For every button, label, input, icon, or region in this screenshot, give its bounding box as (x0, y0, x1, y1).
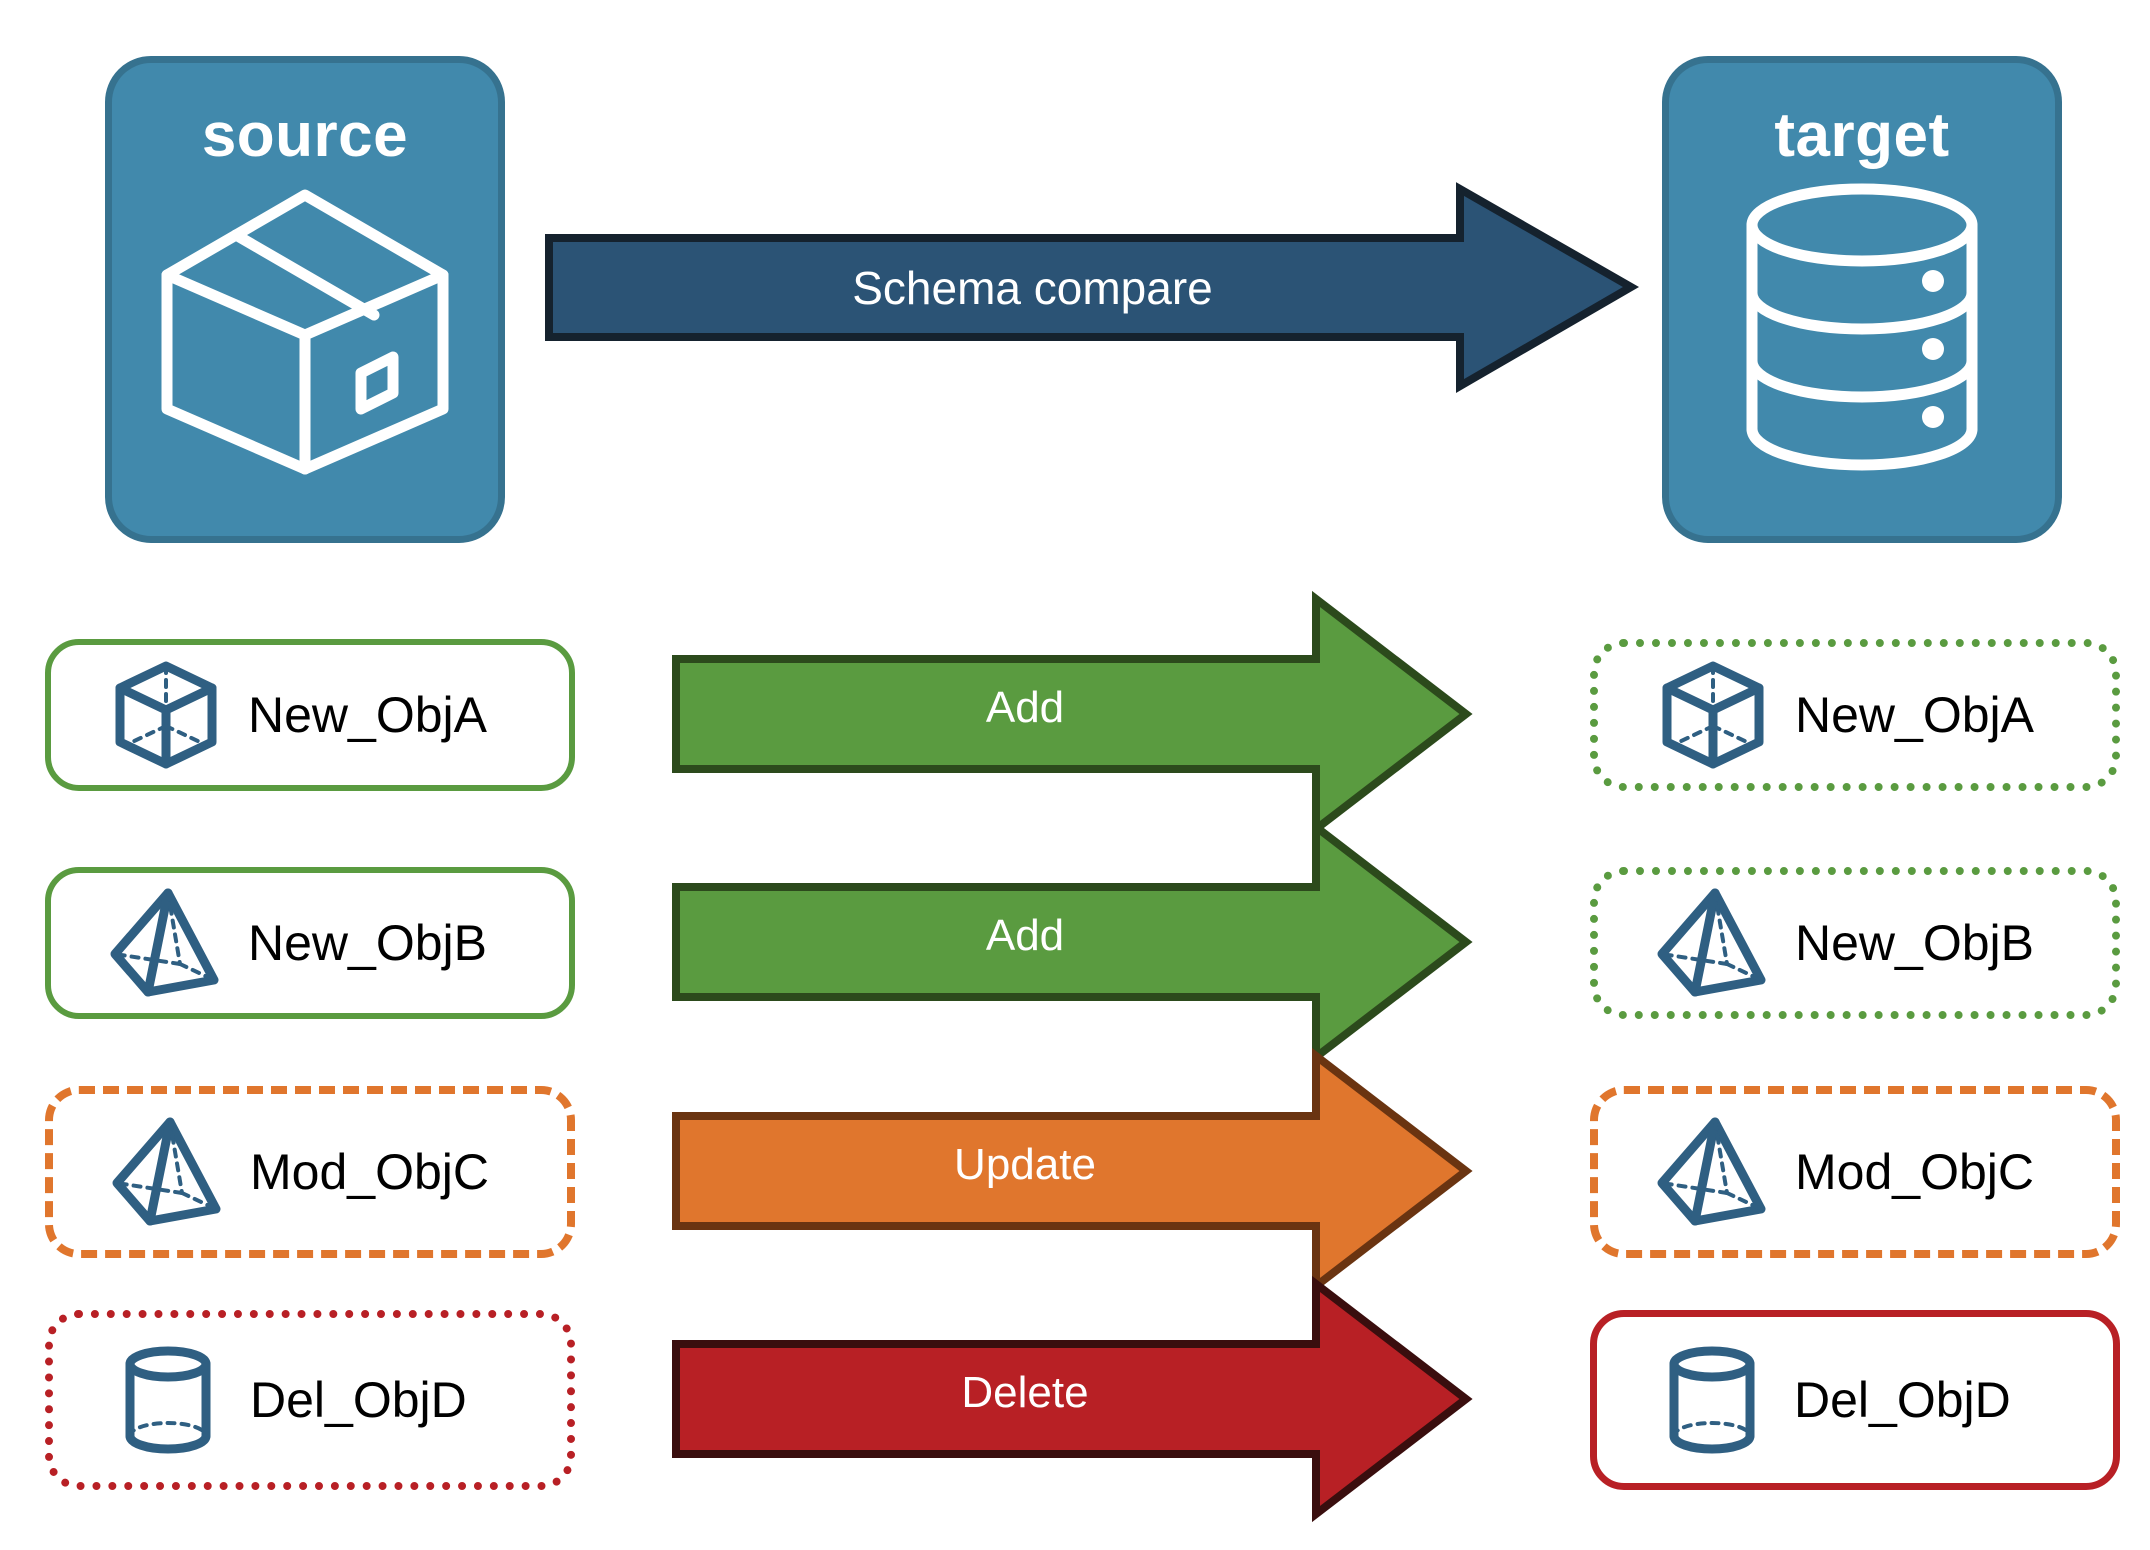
right-arrow-icon (672, 590, 1473, 838)
source-endpoint-card: source (105, 56, 505, 543)
action-arrow-update: Update (672, 1047, 1473, 1295)
pyramid-wireframe-icon (1653, 1117, 1773, 1227)
target-title: target (1774, 101, 1950, 170)
diff-row: New_ObjA Add (0, 590, 2150, 838)
target-endpoint-card: target (1662, 56, 2062, 543)
source-object-card[interactable]: New_ObjB (45, 867, 575, 1019)
target-object-label: New_ObjB (1795, 915, 2034, 971)
action-arrow-add: Add (672, 590, 1473, 838)
right-arrow-icon (672, 1047, 1473, 1295)
diff-row: Del_ObjD Delete Del_ObjD (0, 1275, 2150, 1523)
source-object-card[interactable]: Mod_ObjC (45, 1086, 575, 1258)
target-object-card[interactable]: Mod_ObjC (1590, 1086, 2120, 1258)
pyramid-wireframe-icon (1653, 888, 1773, 998)
action-arrow-delete: Delete (672, 1275, 1473, 1523)
source-object-card[interactable]: New_ObjA (45, 639, 575, 791)
cylinder-wireframe-icon (108, 1346, 228, 1454)
database-cylinder-icon (1727, 177, 1997, 477)
package-box-icon (155, 177, 455, 487)
target-object-label: Del_ObjD (1794, 1372, 2011, 1428)
cylinder-wireframe-icon (1652, 1346, 1772, 1454)
source-object-card[interactable]: Del_ObjD (45, 1310, 575, 1490)
right-arrow-icon (672, 818, 1473, 1066)
right-arrow-icon (672, 1275, 1473, 1523)
source-object-label: Del_ObjD (250, 1372, 467, 1428)
diff-row: Mod_ObjC Update (0, 1047, 2150, 1295)
source-title: source (201, 101, 409, 170)
cube-wireframe-icon (1653, 660, 1773, 770)
target-object-label: Mod_ObjC (1795, 1144, 2034, 1200)
target-object-card[interactable]: New_ObjA (1590, 639, 2120, 791)
right-arrow-icon (545, 182, 1640, 393)
target-object-card[interactable]: New_ObjB (1590, 867, 2120, 1019)
source-object-label: Mod_ObjC (250, 1144, 489, 1200)
action-arrow-add: Add (672, 818, 1473, 1066)
diff-row: New_ObjB Add (0, 818, 2150, 1066)
schema-compare-arrow: Schema compare (545, 182, 1640, 393)
pyramid-wireframe-icon (106, 888, 226, 998)
target-object-label: New_ObjA (1795, 687, 2034, 743)
target-object-card[interactable]: Del_ObjD (1590, 1310, 2120, 1490)
source-object-label: New_ObjA (248, 687, 487, 743)
pyramid-wireframe-icon (108, 1117, 228, 1227)
cube-wireframe-icon (106, 660, 226, 770)
source-object-label: New_ObjB (248, 915, 487, 971)
